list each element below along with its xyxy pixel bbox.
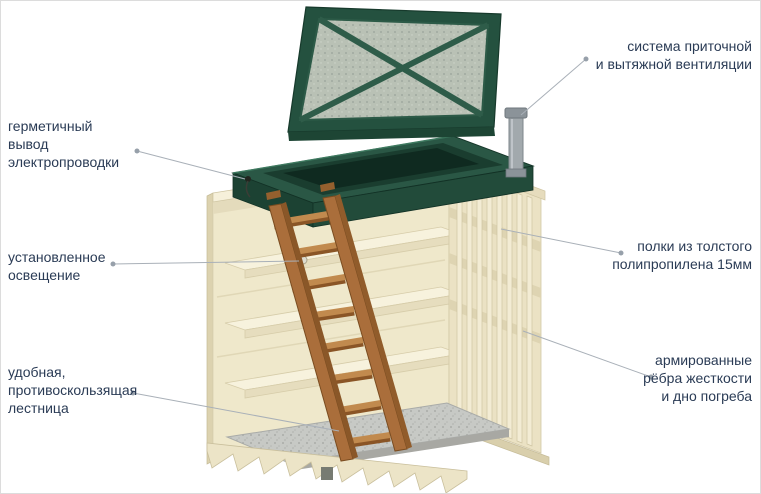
green-hatch-base — [231, 135, 535, 228]
ribbed-bottom — [206, 442, 468, 493]
wiring-gland — [245, 176, 251, 198]
wooden-ladder — [266, 182, 412, 462]
callout-ribs: армированные рёбра жесткости и дно погре… — [643, 352, 752, 404]
leader-ventilation — [520, 56, 589, 116]
leader-ribs — [522, 330, 654, 380]
callout-wiring: герметичный вывод электропроводки — [8, 118, 120, 170]
callout-ventilation: система приточной и вытяжной вентиляции — [595, 38, 752, 72]
drain-stub — [321, 467, 333, 480]
ventilation-pipe — [504, 107, 528, 178]
leader-shelves — [500, 228, 624, 256]
callout-shelves: полки из толстого полипропилена 15мм — [612, 238, 752, 272]
callout-lighting: установленное освещение — [8, 249, 106, 283]
leader-lighting — [110, 260, 300, 267]
leader-wiring — [134, 148, 246, 180]
leader-ladder — [130, 390, 340, 432]
callout-ladder: удобная, противоскользящая лестница — [8, 364, 138, 416]
open-green-lid — [287, 6, 502, 141]
